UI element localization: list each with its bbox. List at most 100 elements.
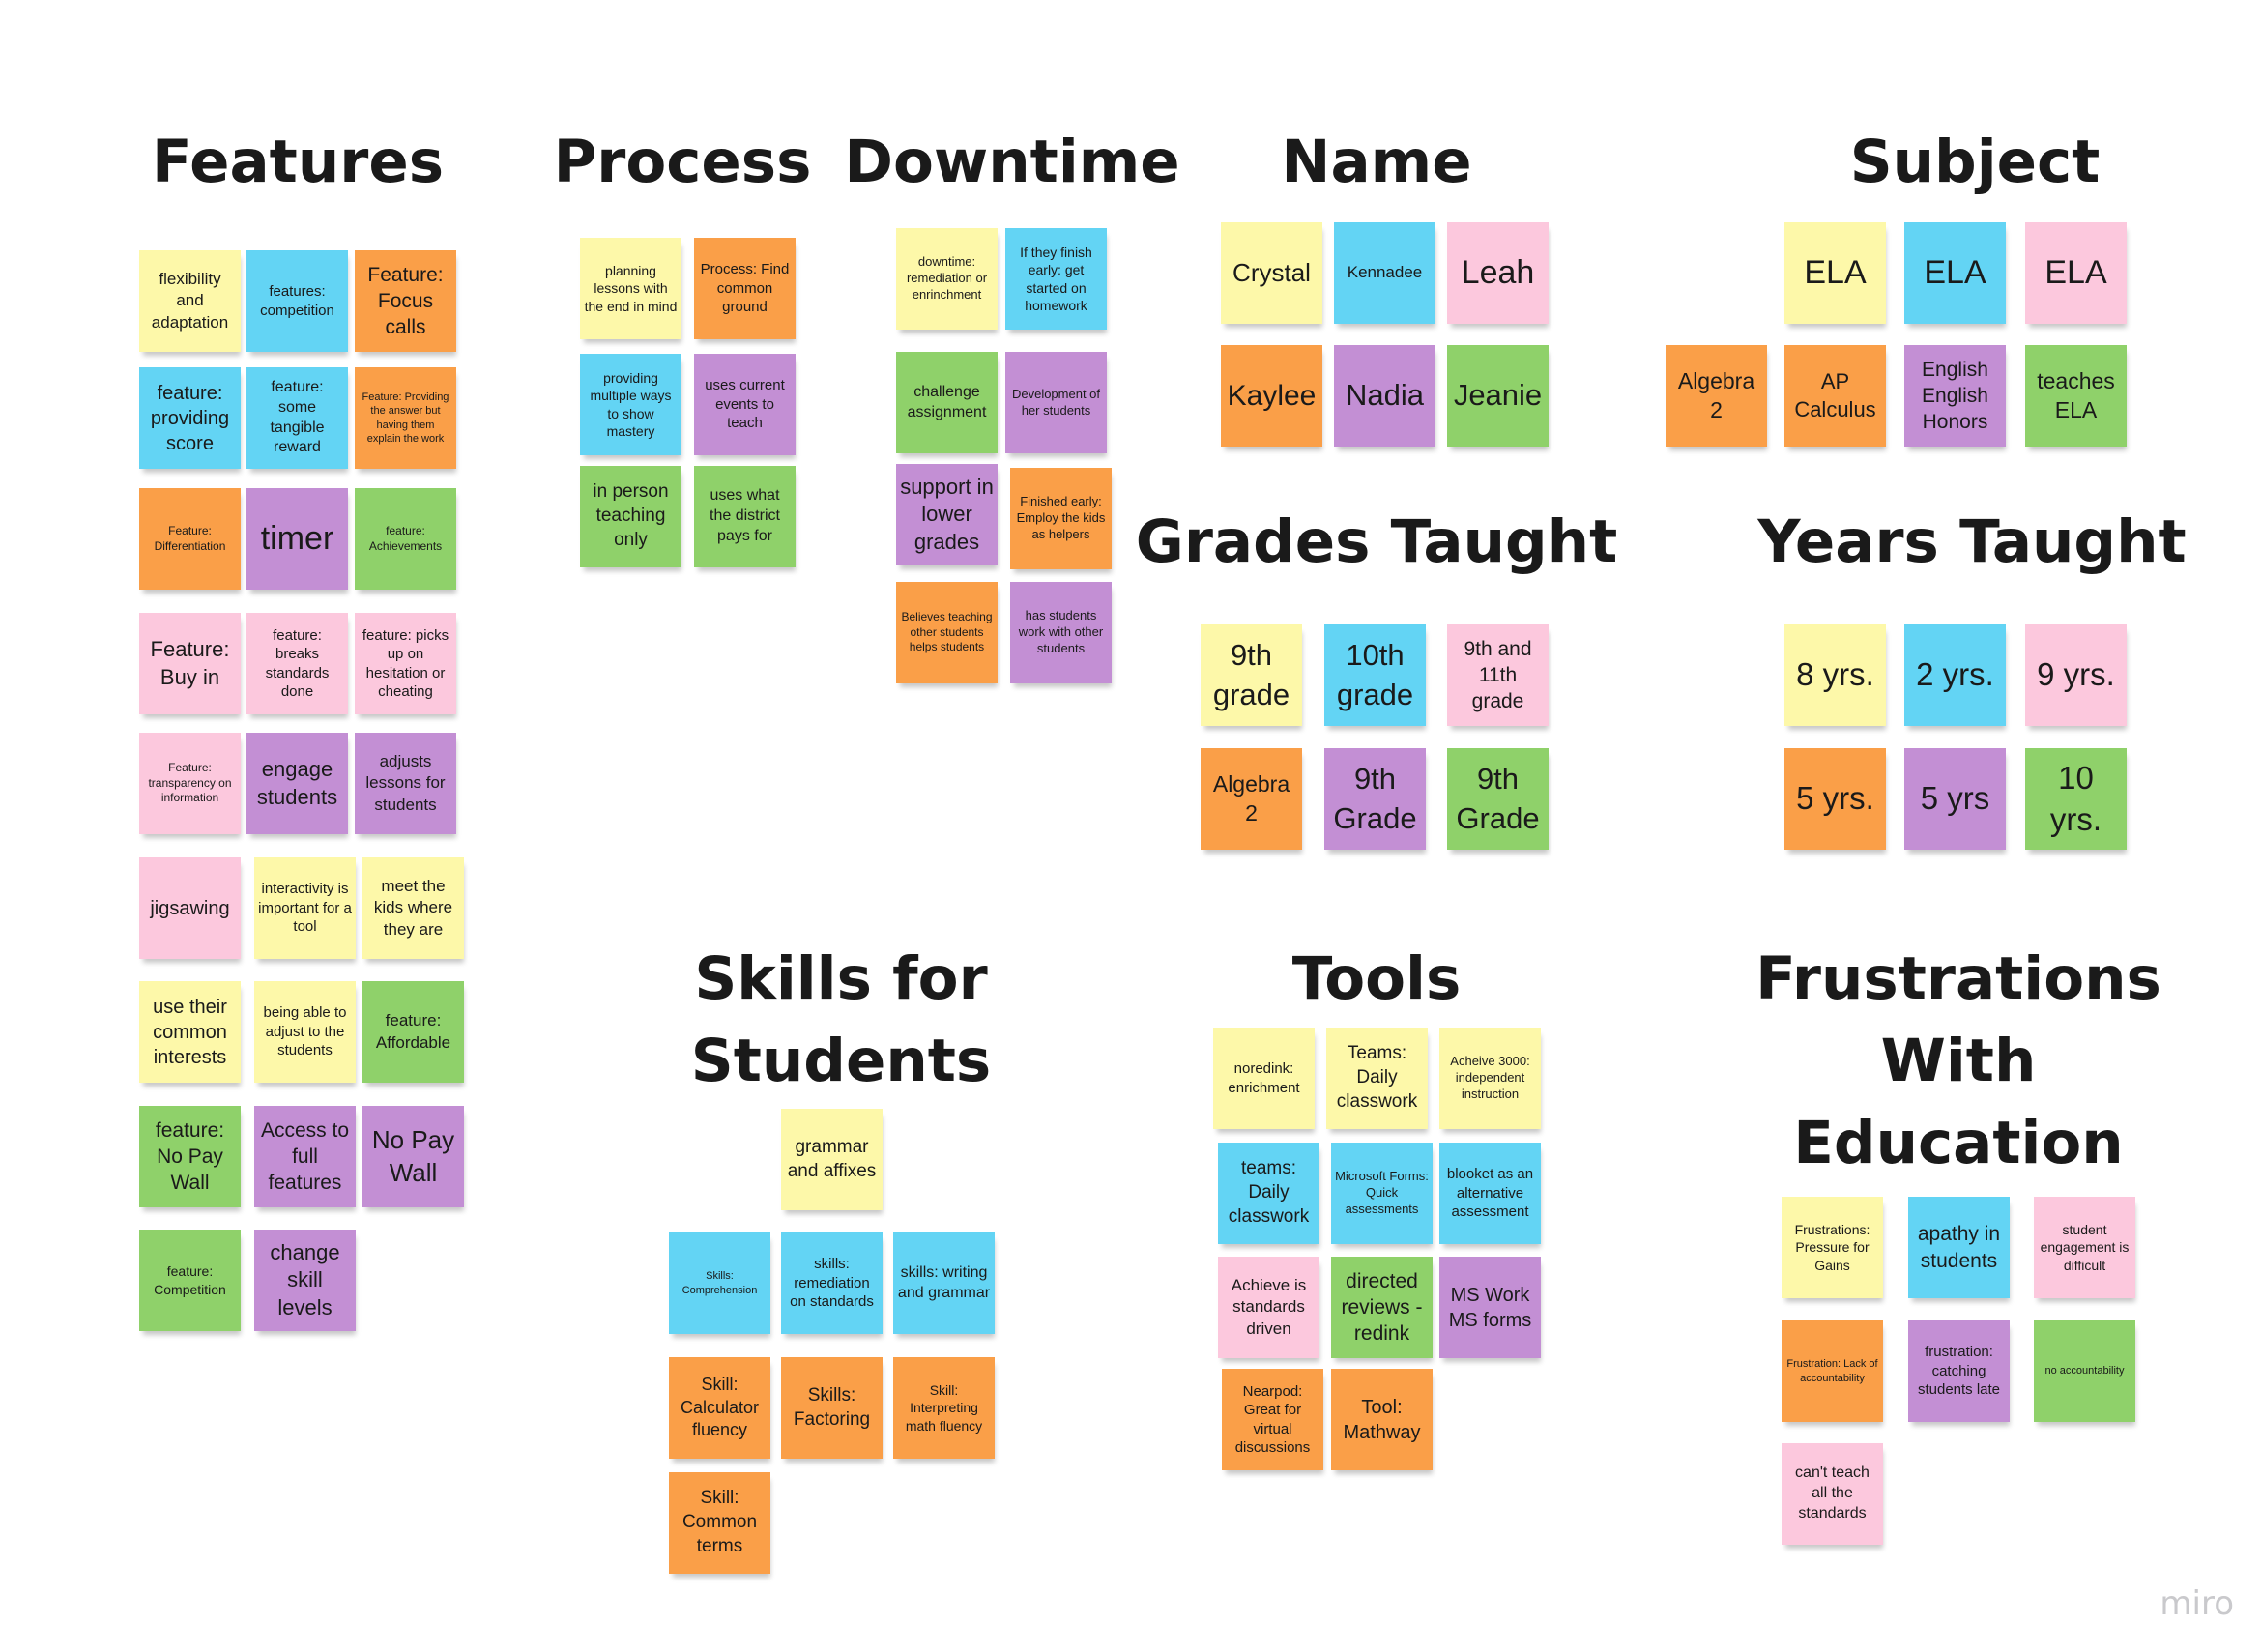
sticky-note[interactable]: feature: No Pay Wall <box>139 1106 241 1207</box>
sticky-note[interactable]: 9th grade <box>1201 624 1302 726</box>
sticky-note[interactable]: Finished early: Employ the kids as helpe… <box>1010 468 1112 569</box>
sticky-note[interactable]: 8 yrs. <box>1784 624 1886 726</box>
sticky-note[interactable]: engage students <box>246 733 348 834</box>
sticky-note[interactable]: 9th Grade <box>1324 748 1426 850</box>
sticky-note[interactable]: meet the kids where they are <box>362 857 464 959</box>
sticky-note[interactable]: Crystal <box>1221 222 1322 324</box>
sticky-note[interactable]: 10th grade <box>1324 624 1426 726</box>
sticky-note[interactable]: Jeanie <box>1447 345 1549 447</box>
sticky-note[interactable]: ELA <box>1904 222 2006 324</box>
sticky-note[interactable]: Skill: Common terms <box>669 1472 770 1574</box>
sticky-note[interactable]: Access to full features <box>254 1106 356 1207</box>
sticky-note[interactable]: in person teaching only <box>580 466 681 567</box>
sticky-note[interactable]: Believes teaching other students helps s… <box>896 582 998 683</box>
sticky-note[interactable]: uses current events to teach <box>694 354 796 455</box>
sticky-note[interactable]: 10 yrs. <box>2025 748 2127 850</box>
sticky-note[interactable]: AP Calculus <box>1784 345 1886 447</box>
heading-grades-taught[interactable]: Grades Taught <box>1135 507 1618 576</box>
sticky-note[interactable]: skills: writing and grammar <box>893 1232 995 1334</box>
sticky-note[interactable]: Leah <box>1447 222 1549 324</box>
sticky-note[interactable]: Teams: Daily classwork <box>1326 1028 1428 1129</box>
sticky-note[interactable]: timer <box>246 488 348 590</box>
sticky-note[interactable]: Achieve is standards driven <box>1218 1257 1319 1358</box>
sticky-note[interactable]: 9th and 11th grade <box>1447 624 1549 726</box>
sticky-note[interactable]: has students work with other students <box>1010 582 1112 683</box>
sticky-note[interactable]: flexibility and adaptation <box>139 250 241 352</box>
sticky-note[interactable]: can't teach all the standards <box>1782 1443 1883 1545</box>
sticky-note[interactable]: planning lessons with the end in mind <box>580 238 681 339</box>
sticky-note[interactable]: feature: picks up on hesitation or cheat… <box>355 613 456 714</box>
sticky-note[interactable]: Frustration: Lack of accountability <box>1782 1320 1883 1422</box>
sticky-note[interactable]: support in lower grades <box>896 464 998 565</box>
sticky-note[interactable]: Algebra 2 <box>1201 748 1302 850</box>
sticky-note[interactable]: apathy in students <box>1908 1197 2010 1298</box>
sticky-note[interactable]: Skill: Interpreting math fluency <box>893 1357 995 1459</box>
heading-process[interactable]: Process <box>553 128 812 196</box>
sticky-note[interactable]: adjusts lessons for students <box>355 733 456 834</box>
sticky-note[interactable]: No Pay Wall <box>362 1106 464 1207</box>
sticky-note[interactable]: feature: breaks standards done <box>246 613 348 714</box>
sticky-note[interactable]: providing multiple ways to show mastery <box>580 354 681 455</box>
heading-frustrations-line3[interactable]: Education <box>1793 1109 2124 1177</box>
sticky-note[interactable]: Algebra 2 <box>1666 345 1767 447</box>
sticky-note[interactable]: teams: Daily classwork <box>1218 1143 1319 1244</box>
sticky-note[interactable]: being able to adjust to the students <box>254 981 356 1083</box>
sticky-note[interactable]: Kaylee <box>1221 345 1322 447</box>
sticky-note[interactable]: ELA <box>1784 222 1886 324</box>
sticky-note[interactable]: jigsawing <box>139 857 241 959</box>
sticky-note[interactable]: feature: providing score <box>139 367 241 469</box>
sticky-note[interactable]: 9 yrs. <box>2025 624 2127 726</box>
sticky-note[interactable]: use their common interests <box>139 981 241 1083</box>
heading-subject[interactable]: Subject <box>1849 128 2101 196</box>
sticky-note[interactable]: noredink: enrichment <box>1213 1028 1315 1129</box>
sticky-note[interactable]: Nadia <box>1334 345 1435 447</box>
sticky-note[interactable]: frustration: catching students late <box>1908 1320 2010 1422</box>
sticky-note[interactable]: Skills: Comprehension <box>669 1232 770 1334</box>
sticky-note[interactable]: feature: Competition <box>139 1230 241 1331</box>
sticky-note[interactable]: feature: some tangible reward <box>246 367 348 469</box>
sticky-note[interactable]: Kennadee <box>1334 222 1435 324</box>
sticky-note[interactable]: uses what the district pays for <box>694 466 796 567</box>
sticky-note[interactable]: 5 yrs <box>1904 748 2006 850</box>
sticky-note[interactable]: no accountability <box>2034 1320 2135 1422</box>
sticky-note[interactable]: directed reviews - redink <box>1331 1257 1433 1358</box>
sticky-note[interactable]: blooket as an alternative assessment <box>1439 1143 1541 1244</box>
sticky-note[interactable]: Process: Find common ground <box>694 238 796 339</box>
heading-frustrations-line1[interactable]: Frustrations <box>1755 944 2161 1013</box>
sticky-note[interactable]: Acheive 3000: independent instruction <box>1439 1028 1541 1129</box>
sticky-note[interactable]: Feature: Providing the answer but having… <box>355 367 456 469</box>
heading-name[interactable]: Name <box>1281 128 1472 196</box>
sticky-note[interactable]: English English Honors <box>1904 345 2006 447</box>
heading-years-taught[interactable]: Years Taught <box>1757 507 2187 576</box>
sticky-note[interactable]: Skill: Calculator fluency <box>669 1357 770 1459</box>
sticky-note[interactable]: challenge assignment <box>896 352 998 453</box>
sticky-note[interactable]: feature: Achievements <box>355 488 456 590</box>
sticky-note[interactable]: Frustrations: Pressure for Gains <box>1782 1197 1883 1298</box>
sticky-note[interactable]: 9th Grade <box>1447 748 1549 850</box>
sticky-note[interactable]: skills: remediation on standards <box>781 1232 883 1334</box>
heading-frustrations-line2[interactable]: With <box>1880 1027 2037 1095</box>
sticky-note[interactable]: Skills: Factoring <box>781 1357 883 1459</box>
sticky-note[interactable]: If they finish early: get started on hom… <box>1005 228 1107 330</box>
sticky-note[interactable]: teaches ELA <box>2025 345 2127 447</box>
sticky-note[interactable]: Tool: Mathway <box>1331 1369 1433 1470</box>
heading-downtime[interactable]: Downtime <box>844 128 1180 196</box>
sticky-note[interactable]: Microsoft Forms: Quick assessments <box>1331 1143 1433 1244</box>
sticky-note[interactable]: MS Work MS forms <box>1439 1257 1541 1358</box>
sticky-note[interactable]: Feature: Buy in <box>139 613 241 714</box>
sticky-note[interactable]: features: competition <box>246 250 348 352</box>
sticky-note[interactable]: change skill levels <box>254 1230 356 1331</box>
sticky-note[interactable]: feature: Affordable <box>362 981 464 1083</box>
sticky-note[interactable]: grammar and affixes <box>781 1109 883 1210</box>
heading-features[interactable]: Features <box>151 128 445 196</box>
sticky-note[interactable]: student engagement is difficult <box>2034 1197 2135 1298</box>
sticky-note[interactable]: Feature: transparency on information <box>139 733 241 834</box>
sticky-note[interactable]: Feature: Focus calls <box>355 250 456 352</box>
heading-skills-line1[interactable]: Skills for <box>694 944 988 1013</box>
heading-tools[interactable]: Tools <box>1291 944 1462 1013</box>
sticky-note[interactable]: Nearpod: Great for virtual discussions <box>1222 1369 1323 1470</box>
sticky-note[interactable]: interactivity is important for a tool <box>254 857 356 959</box>
sticky-note[interactable]: Feature: Differentiation <box>139 488 241 590</box>
sticky-note[interactable]: ELA <box>2025 222 2127 324</box>
sticky-note[interactable]: downtime: remediation or enrinchment <box>896 228 998 330</box>
